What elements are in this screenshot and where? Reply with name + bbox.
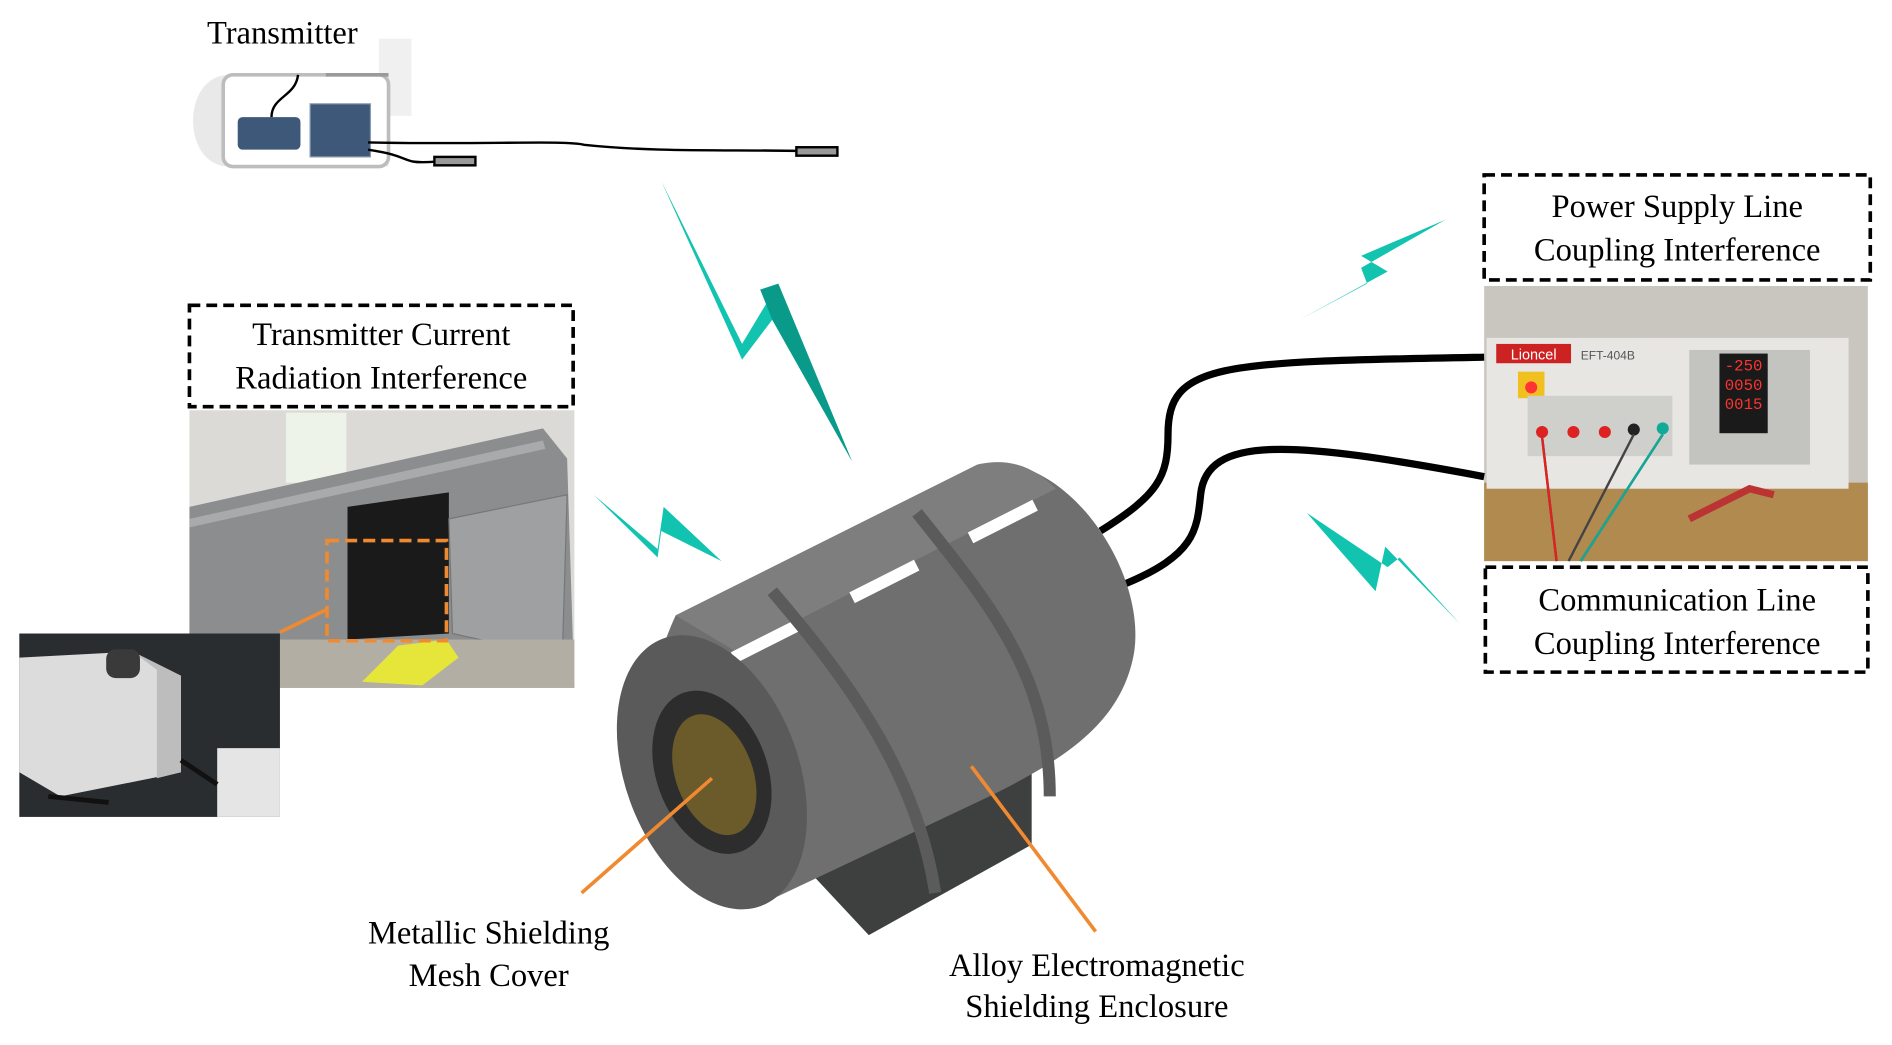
lightning-icon xyxy=(593,494,722,562)
radiation-label-line2: Radiation Interference xyxy=(235,361,527,397)
highlight-box xyxy=(325,538,449,643)
electrode xyxy=(795,146,839,157)
electrode xyxy=(433,155,477,167)
power-label-line1: Power Supply Line xyxy=(1552,189,1803,225)
readout-3: 0015 xyxy=(1725,396,1763,414)
communication-cable xyxy=(1123,445,1485,588)
mesh-callout-line xyxy=(580,776,714,895)
eft-generator-photo: Lioncel EFT-404B -250 0050 0015 xyxy=(1484,286,1868,562)
communication-line-callout: Communication Line Coupling Interference xyxy=(1483,565,1870,674)
radiation-label-line1: Transmitter Current xyxy=(252,317,510,353)
readout-1: -250 xyxy=(1725,357,1763,375)
communication-label-line1: Communication Line xyxy=(1538,583,1816,619)
device-brand: Lioncel xyxy=(1511,348,1557,364)
power-supply-callout: Power Supply Line Coupling Interference xyxy=(1482,173,1873,282)
readout-2: 0050 xyxy=(1725,377,1763,395)
communication-label-line2: Coupling Interference xyxy=(1534,626,1821,662)
transmitter-label: Transmitter xyxy=(207,15,358,51)
mesh-label-line1: Metallic Shielding xyxy=(368,916,609,952)
device-model: EFT-404B xyxy=(1581,349,1635,363)
transmitter-battery xyxy=(237,117,301,150)
transmitter-board xyxy=(309,103,372,158)
test-setup-inset-photo xyxy=(19,633,280,817)
enclosure-label-line1: Alloy Electromagnetic xyxy=(949,948,1245,984)
shielded-chamber-photo xyxy=(189,410,575,688)
transmitter-schematic: Transmitter xyxy=(193,15,839,169)
mesh-cover xyxy=(672,714,757,836)
power-cable xyxy=(1098,353,1485,535)
lightning-icon xyxy=(661,181,852,461)
shielding-enclosure xyxy=(616,462,1136,936)
lightning-icon xyxy=(1299,219,1446,320)
mesh-label-line2: Mesh Cover xyxy=(409,958,569,994)
enclosure-label-line2: Shielding Enclosure xyxy=(965,989,1228,1025)
enclosure-callout-line xyxy=(969,765,1098,933)
power-label-line2: Coupling Interference xyxy=(1534,233,1821,269)
radiation-interference-callout: Transmitter Current Radiation Interferen… xyxy=(187,303,575,409)
lightning-icon xyxy=(1306,512,1461,624)
